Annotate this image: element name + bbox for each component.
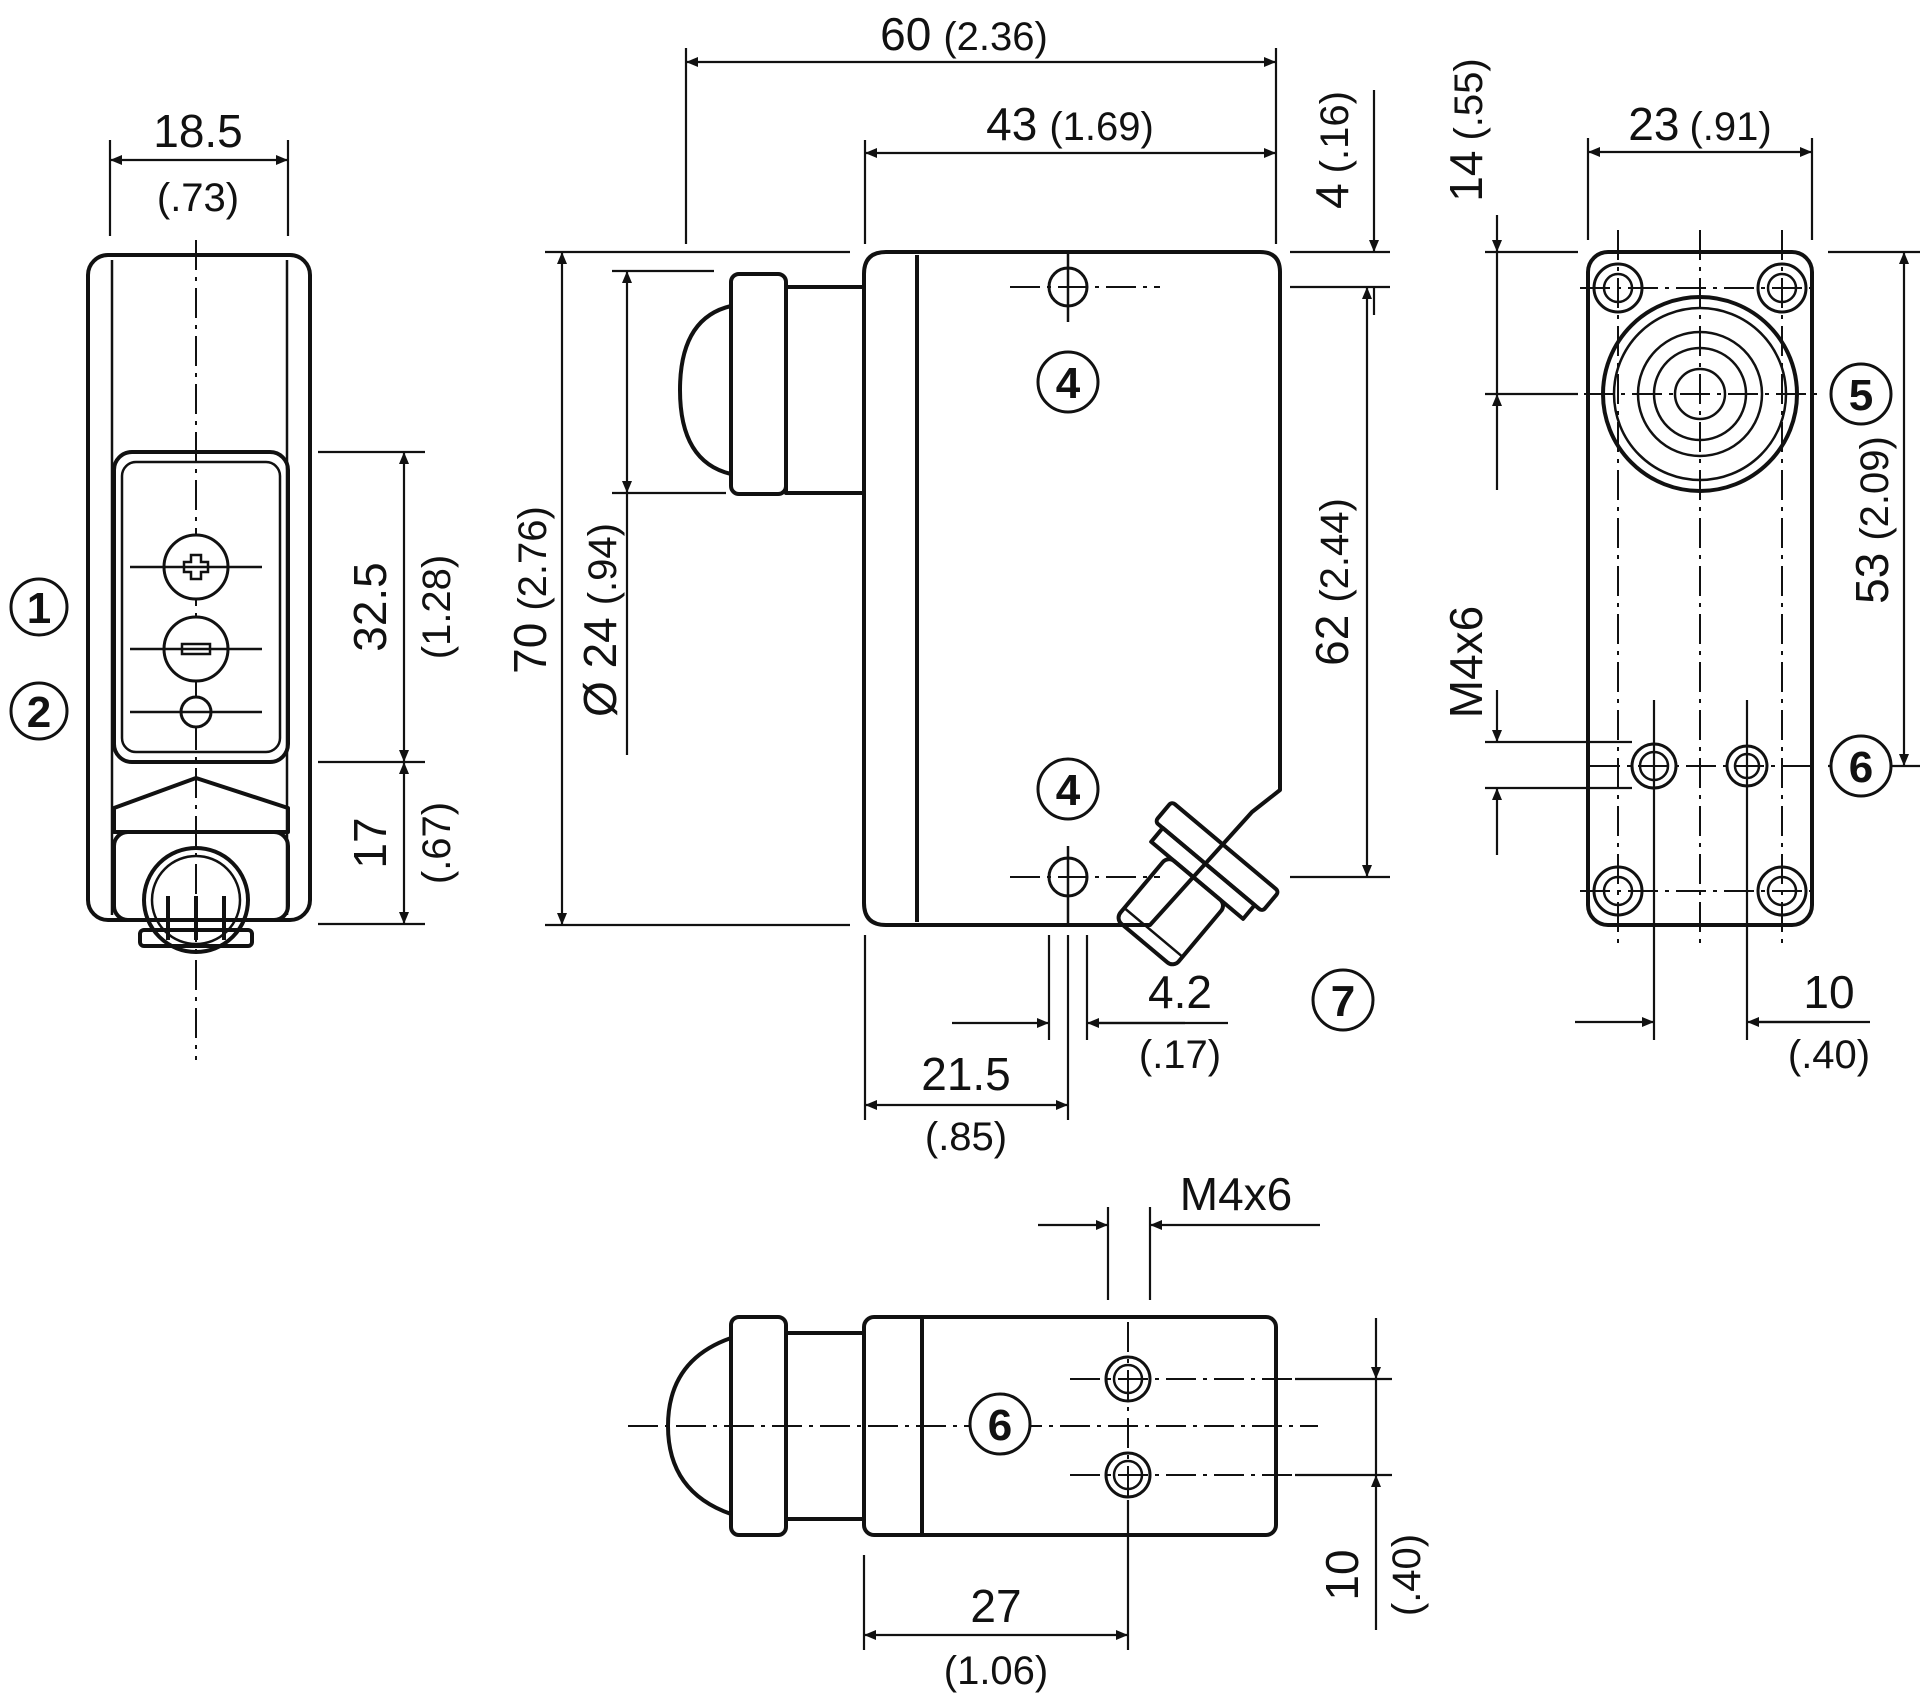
lens-diameter-label: Ø 24(.94) <box>574 523 626 717</box>
thread-pitch-inch-label: (.40) <box>1788 1033 1870 1077</box>
hole-offset-inch-label: (.85) <box>925 1115 1007 1159</box>
svg-text:2: 2 <box>27 688 51 737</box>
overall-length-label: 60(2.36) <box>880 8 1048 60</box>
svg-text:4: 4 <box>1056 359 1081 408</box>
bottom-pitch-label: 10 <box>1316 1549 1368 1600</box>
connector-height-label: 17 <box>344 817 396 868</box>
svg-text:4: 4 <box>1056 766 1081 815</box>
svg-text:5: 5 <box>1849 371 1873 420</box>
bottom-offset-inch-label: (1.06) <box>944 1649 1049 1693</box>
thread-back-label: M4x6 <box>1440 606 1492 718</box>
connector-height-inch-label: (.67) <box>415 802 459 884</box>
bottom-offset-label: 27 <box>970 1580 1021 1632</box>
control-panel <box>112 450 290 764</box>
svg-text:6: 6 <box>1849 743 1873 792</box>
thread-bottom-label: M4x6 <box>1180 1168 1292 1220</box>
svg-text:6: 6 <box>988 1401 1012 1450</box>
optical-axis-label: 14(.55) <box>1440 58 1492 201</box>
hole-diameter-inch-label: (.17) <box>1139 1033 1221 1077</box>
panel-height-label: 32.5 <box>344 562 396 652</box>
lens-neck <box>784 285 866 495</box>
top-offset-label: 4(.16) <box>1306 91 1358 209</box>
back-width-label: 23(.91) <box>1628 98 1771 150</box>
lens-dome <box>678 304 732 476</box>
callout-7: 7 <box>1311 968 1375 1032</box>
overall-height-label: 70(2.76) <box>504 506 556 674</box>
callout-1: 1 <box>9 577 69 637</box>
callout-6-back: 6 <box>1829 734 1893 798</box>
connector-plug-icon <box>142 846 250 954</box>
bottom-dimensions: M4x6 27 (1.06) 10 (.40) <box>862 1168 1429 1693</box>
front-dimensions: 18.5 (.73) 32.5 (1.28) 17 (.67) <box>108 105 459 926</box>
callout-5: 5 <box>1829 362 1893 426</box>
sensor-housing <box>862 250 1282 927</box>
panel-height-inch-label: (1.28) <box>415 555 459 660</box>
bottom-pitch-inch-label: (.40) <box>1385 1534 1429 1616</box>
hole-offset-label: 21.5 <box>921 1048 1011 1100</box>
front-view <box>86 240 312 1060</box>
side-view <box>678 250 1282 967</box>
angled-connector <box>1116 801 1280 967</box>
callout-4-top: 4 <box>1036 350 1100 414</box>
connector-hex <box>112 776 290 834</box>
callout-6-bottom: 6 <box>968 1392 1032 1456</box>
svg-text:1: 1 <box>27 584 51 633</box>
callout-2: 2 <box>9 681 69 741</box>
svg-text:7: 7 <box>1331 977 1355 1026</box>
lens-cap <box>729 272 788 496</box>
front-width-inch-label: (.73) <box>157 176 239 220</box>
thread-spacing-label: 53(2.09) <box>1846 436 1898 604</box>
callouts: 1 2 4 4 5 6 6 7 <box>9 350 1893 1456</box>
housing-length-label: 43(1.69) <box>986 98 1154 150</box>
callout-4-bottom: 4 <box>1036 757 1100 821</box>
back-dimensions: 23(.91) 14(.55) 53(2.09) M4x6 10 (.40) <box>1440 58 1920 1077</box>
thread-pitch-label: 10 <box>1803 966 1854 1018</box>
front-width-label: 18.5 <box>153 105 243 157</box>
side-dimensions: 60(2.36) 43(1.69) 4(.16) 62(2.44) 70(2.7… <box>504 8 1390 1159</box>
hole-diameter-label: 4.2 <box>1148 966 1212 1018</box>
hole-spacing-label: 62(2.44) <box>1306 498 1358 666</box>
